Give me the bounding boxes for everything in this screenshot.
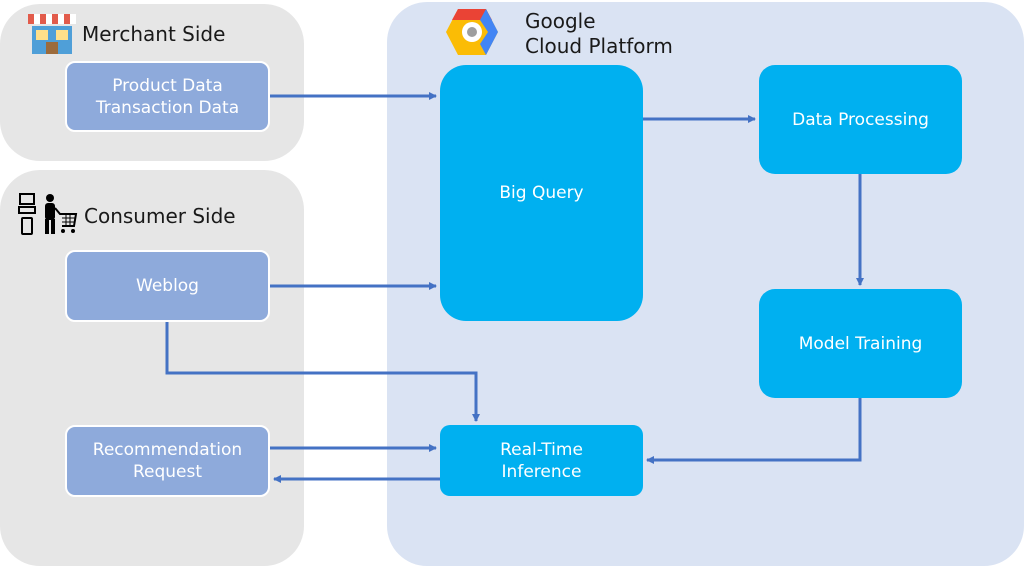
real-time-inference-box: Real-Time Inference: [440, 425, 643, 496]
data-processing-box: Data Processing: [759, 65, 962, 174]
arrow-weblog-to-inference: [165, 322, 480, 422]
product-transaction-data-box: Product Data Transaction Data: [65, 61, 270, 132]
gcp-title-line2: Cloud Platform: [525, 34, 673, 58]
consumer-panel: [0, 170, 304, 566]
model-training-box: Model Training: [759, 289, 962, 398]
merchant-side-title: Merchant Side: [82, 22, 226, 46]
arrow-training-to-inference: [646, 398, 862, 464]
google-cloud-logo: [446, 9, 498, 55]
consumer-side-title: Consumer Side: [84, 204, 236, 228]
weblog-box: Weblog: [65, 250, 270, 322]
store-icon: [28, 14, 76, 54]
consumer-devices-icon: [18, 193, 78, 235]
big-query-box: Big Query: [440, 65, 643, 321]
recommendation-request-box: Recommendation Request: [65, 425, 270, 497]
gcp-title-line1: Google: [525, 9, 596, 33]
